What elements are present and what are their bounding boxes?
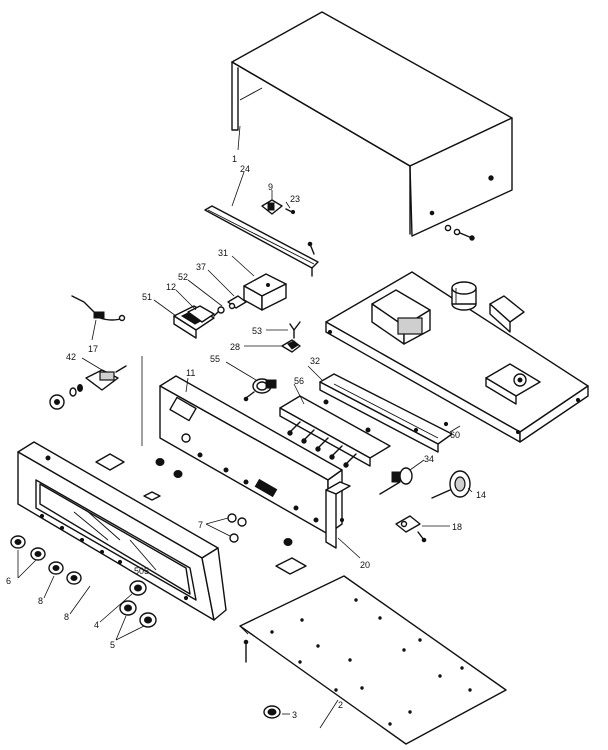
power-transformer (371, 289, 431, 345)
side-bracket (325, 481, 351, 549)
tuning-knob (431, 470, 471, 499)
front-panel: 505 (17, 441, 227, 621)
rear-bracket (319, 373, 453, 453)
callout-8-left: 8 (38, 596, 43, 606)
callout-24: 24 (240, 164, 250, 174)
callout-2: 2 (338, 700, 343, 710)
bracket-clip (261, 199, 296, 215)
knob-group-7 (227, 513, 247, 543)
callout-31: 31 (218, 248, 228, 258)
pcb-board (485, 363, 541, 405)
sub-panel (159, 375, 343, 535)
switch-pcb (279, 395, 391, 468)
small-knobs (155, 458, 293, 546)
knob-4 (129, 580, 147, 596)
callout-3: 3 (292, 710, 297, 720)
screw (307, 241, 315, 255)
callout-53: 53 (252, 326, 262, 336)
bottom-cover (239, 575, 507, 745)
bottom-screw (243, 639, 249, 663)
callout-8-right: 8 (64, 612, 69, 622)
callout-52: 52 (178, 272, 188, 282)
small-screws (323, 399, 449, 433)
callout-28: 28 (230, 342, 240, 352)
lamp-holder (227, 295, 247, 310)
callout-51: 51 (142, 292, 152, 302)
leader-lines (17, 125, 473, 729)
knob-lamp (281, 339, 301, 353)
callout-1: 1 (232, 154, 237, 164)
capacitor (451, 281, 477, 311)
callout-37: 37 (196, 262, 206, 272)
callout-60: 60 (450, 430, 460, 440)
callout-18: 18 (452, 522, 462, 532)
lens-plate (275, 557, 307, 575)
spring-clip (289, 321, 301, 339)
selector-shaft (379, 467, 413, 495)
callout-56: 56 (294, 376, 304, 386)
callout-6: 6 (6, 576, 11, 586)
top-cover (231, 11, 513, 237)
ground-terminal (395, 515, 427, 543)
callout-20: 20 (360, 560, 370, 570)
rubber-foot (263, 705, 281, 719)
volume-control (243, 378, 277, 402)
heat-sink (489, 295, 525, 333)
callout-17: 17 (88, 344, 98, 354)
meter (187, 305, 215, 323)
dial-bracket (204, 205, 319, 277)
callout-55: 55 (210, 354, 220, 364)
callout-11: 11 (186, 368, 195, 378)
callout-labels: 1 24 9 23 31 37 52 12 51 53 28 17 42 55 … (6, 154, 486, 720)
cover-screw (444, 224, 475, 241)
chassis-screws (327, 329, 581, 435)
pulley-assembly (49, 365, 127, 410)
lamp (213, 306, 225, 317)
callout-34: 34 (424, 454, 434, 464)
callout-32: 32 (310, 356, 320, 366)
knob-group-8 (48, 561, 82, 585)
callout-5: 5 (110, 640, 115, 650)
callout-42: 42 (66, 352, 76, 362)
switch-block (243, 273, 287, 311)
frequency-readout: 505 (134, 566, 149, 576)
knob-group-5 (119, 600, 157, 628)
callout-7: 7 (198, 520, 203, 530)
callout-4: 4 (94, 620, 99, 630)
knob-group-6 (10, 535, 46, 561)
callout-14: 14 (476, 490, 486, 500)
power-cord-clamp (71, 295, 126, 322)
panel-badge (95, 453, 161, 501)
callout-23: 23 (290, 194, 300, 204)
callout-9: 9 (268, 182, 273, 192)
callout-12: 12 (166, 282, 176, 292)
